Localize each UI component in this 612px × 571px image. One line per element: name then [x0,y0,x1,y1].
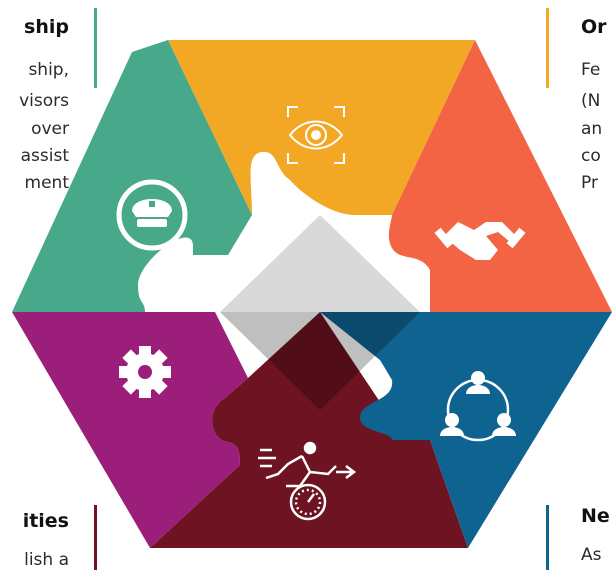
police-cap-icon [116,179,188,251]
runner-speedometer-icon [258,441,357,521]
section-line-top-right-5: Pr [581,173,598,193]
segment-teal-shape [12,40,252,312]
section-line-top-left-3: over [31,119,69,139]
section-line-top-left-5: ment [24,173,69,193]
center-overlap-up [220,215,420,312]
segment-purple-shape [12,312,248,548]
eye-scan-icon [287,106,345,164]
section-title-bottom-left: ities [22,510,69,532]
section-line-top-left-2: visors [19,91,69,111]
section-line-top-right-3: an [581,119,603,139]
accent-bar-top-left [94,8,97,88]
team-network-icon [440,371,516,442]
section-title-top-left: ship [24,16,69,38]
handshake-icon [434,222,526,260]
segment-blue-shape [320,312,612,548]
gear-icon [119,346,171,398]
section-line-top-right-2: (N [581,91,601,111]
section-line-bottom-left-1: lish a [24,550,69,570]
section-line-bottom-right-1: As [581,545,602,565]
segment-purple [12,312,248,548]
section-line-top-left-4: assist [20,146,69,166]
segment-teal [12,40,252,312]
accent-bar-top-right [546,8,549,88]
accent-bar-bottom-right [546,505,549,570]
section-line-top-right-4: co [581,146,601,166]
accent-bar-bottom-left [94,505,97,570]
section-title-top-right: Or [581,16,607,38]
section-line-top-right-1: Fe [581,60,601,80]
section-line-top-left-1: ship, [28,60,69,80]
section-title-bottom-right: Ne [581,505,610,527]
center-overlap-down [220,312,420,410]
segment-maroon [150,312,468,548]
segment-maroon-shape [150,312,468,548]
segment-blue [320,312,612,548]
